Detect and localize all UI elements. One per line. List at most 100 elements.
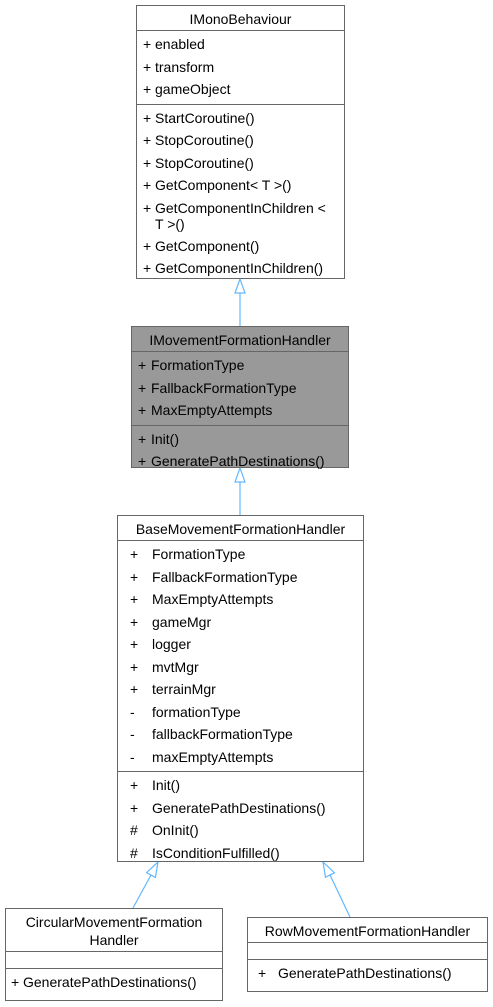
- visibility-marker: -: [130, 726, 135, 742]
- operation-name: Init(): [151, 430, 179, 447]
- operations-section: +GeneratePathDestinations(): [6, 968, 222, 997]
- visibility-marker: +: [130, 591, 139, 607]
- attribute-row: -maxEmptyAttempts: [118, 746, 363, 769]
- operation-name: GeneratePathDestinations(): [151, 453, 325, 469]
- operation-row: + Init(): [118, 774, 363, 797]
- arrowhead-base-left: [145, 860, 159, 879]
- visibility-marker: +: [130, 799, 139, 816]
- operation-name: GeneratePathDestinations(): [23, 974, 197, 990]
- attributes-section: +FormationType +FallbackFormationType +M…: [132, 352, 348, 425]
- visibility-marker: +: [130, 636, 139, 652]
- operation-row: +StartCoroutine(): [137, 107, 344, 130]
- visibility-marker: +: [138, 430, 147, 447]
- visibility-marker: +: [143, 260, 152, 276]
- attribute-name: gameMgr: [152, 613, 212, 630]
- attribute-row: +enabled: [137, 33, 344, 56]
- attribute-name: MaxEmptyAttempts: [152, 591, 274, 607]
- visibility-marker: +: [143, 109, 152, 126]
- attribute-name: enabled: [155, 36, 205, 52]
- operation-name: StopCoroutine(): [155, 132, 254, 148]
- attribute-name: terrainMgr: [152, 681, 216, 697]
- attribute-name: transform: [155, 58, 215, 75]
- visibility-marker: +: [143, 36, 152, 52]
- operation-name: OnInit(): [152, 822, 199, 838]
- visibility-marker: +: [143, 58, 152, 75]
- visibility-marker: #: [130, 844, 138, 861]
- operations-section: + Init() + GeneratePathDestinations() # OnI…: [118, 771, 363, 867]
- attributes-section: +enabled +transform +gameObject: [137, 31, 344, 104]
- arrowhead-base-right: [322, 860, 336, 879]
- attribute-row: +FormationType: [118, 543, 363, 566]
- operation-row: # IsConditionFulfilled(): [118, 842, 363, 865]
- visibility-marker: -: [130, 703, 135, 720]
- visibility-marker: +: [130, 777, 139, 793]
- attribute-name: FormationType: [152, 546, 246, 562]
- attribute-name: formationType: [152, 703, 241, 720]
- operations-section: +StartCoroutine() +StopCoroutine() +Stop…: [137, 103, 344, 283]
- operation-row: +GeneratePathDestinations(): [6, 971, 222, 994]
- attribute-row: +gameObject: [137, 78, 344, 101]
- attribute-name: fallbackFormationType: [152, 726, 293, 742]
- class-imovement-formation-handler[interactable]: IMovementFormationHandler +FormationType…: [131, 326, 349, 469]
- attribute-row: +mvtMgr: [118, 656, 363, 679]
- operation-row: +GetComponent< T >(): [137, 174, 344, 197]
- attribute-row: +FallbackFormationType: [132, 377, 348, 400]
- visibility-marker: +: [143, 154, 152, 171]
- operations-section: +GeneratePathDestinations(): [248, 959, 487, 988]
- class-name: BaseMovementFormationHandler: [118, 516, 363, 541]
- edge-row-to-base: [329, 874, 351, 918]
- attribute-name: FallbackFormationType: [152, 568, 298, 585]
- class-circular-movement-formation-handler[interactable]: CircularMovementFormation Handler +Gener…: [5, 908, 223, 1001]
- operation-name: StartCoroutine(): [155, 109, 255, 126]
- attributes-section: [248, 943, 487, 959]
- attribute-row: +transform: [137, 56, 344, 79]
- visibility-marker: +: [130, 568, 139, 585]
- attribute-row: +MaxEmptyAttempts: [132, 399, 348, 422]
- class-base-movement-formation-handler[interactable]: BaseMovementFormationHandler +FormationT…: [117, 515, 364, 862]
- class-name: IMovementFormationHandler: [132, 327, 348, 352]
- operation-row: # OnInit(): [118, 819, 363, 842]
- attribute-name: maxEmptyAttempts: [152, 748, 274, 765]
- operation-row: +StopCoroutine(): [137, 152, 344, 175]
- operation-row: +GeneratePathDestinations(): [132, 450, 348, 473]
- visibility-marker: +: [130, 613, 139, 630]
- operation-name: GeneratePathDestinations(): [152, 799, 326, 816]
- operation-name: GetComponentInChildren < T >(): [155, 199, 326, 232]
- class-name: RowMovementFormationHandler: [248, 918, 487, 943]
- attribute-row: - fallbackFormationType: [118, 723, 363, 746]
- operation-row: +Init(): [132, 428, 348, 451]
- operation-name: GetComponent(): [155, 237, 260, 254]
- operation-name: GetComponentInChildren(): [155, 260, 324, 276]
- visibility-marker: -: [130, 748, 135, 765]
- attribute-row: -formationType: [118, 701, 363, 724]
- attribute-name: mvtMgr: [152, 658, 199, 675]
- visibility-marker: +: [138, 357, 147, 373]
- operation-row: + GeneratePathDestinations(): [118, 797, 363, 820]
- class-row-movement-formation-handler[interactable]: RowMovementFormationHandler +GeneratePat…: [247, 917, 488, 992]
- visibility-marker: +: [143, 81, 152, 97]
- operation-row: +GetComponent(): [137, 235, 344, 258]
- attribute-name: FormationType: [151, 357, 245, 373]
- visibility-marker: #: [130, 822, 138, 838]
- edge-circular-to-base: [132, 874, 152, 909]
- operation-row: +GeneratePathDestinations(): [248, 962, 487, 985]
- visibility-marker: +: [138, 402, 147, 418]
- visibility-marker: +: [138, 379, 147, 396]
- visibility-marker: +: [143, 177, 152, 193]
- operation-name: GetComponent< T >(): [155, 177, 292, 193]
- attribute-row: + FallbackFormationType: [118, 566, 363, 589]
- attribute-name: MaxEmptyAttempts: [151, 402, 273, 418]
- class-imono-behaviour[interactable]: IMonoBehaviour +enabled +transform +game…: [136, 5, 345, 279]
- attribute-name: gameObject: [155, 81, 231, 97]
- class-name: CircularMovementFormation Handler: [6, 909, 222, 952]
- operation-name: Init(): [152, 777, 180, 793]
- attribute-name: logger: [152, 636, 191, 652]
- operation-name: IsConditionFulfilled(): [152, 844, 280, 861]
- attributes-section: +FormationType +FallbackFormationType +M…: [118, 541, 363, 771]
- arrowhead-imovement: [234, 466, 246, 483]
- visibility-marker: +: [143, 237, 152, 254]
- arrowhead-imono: [234, 277, 246, 294]
- operation-row: +GetComponentInChildren < T >(): [137, 197, 344, 235]
- class-name: IMonoBehaviour: [137, 6, 344, 31]
